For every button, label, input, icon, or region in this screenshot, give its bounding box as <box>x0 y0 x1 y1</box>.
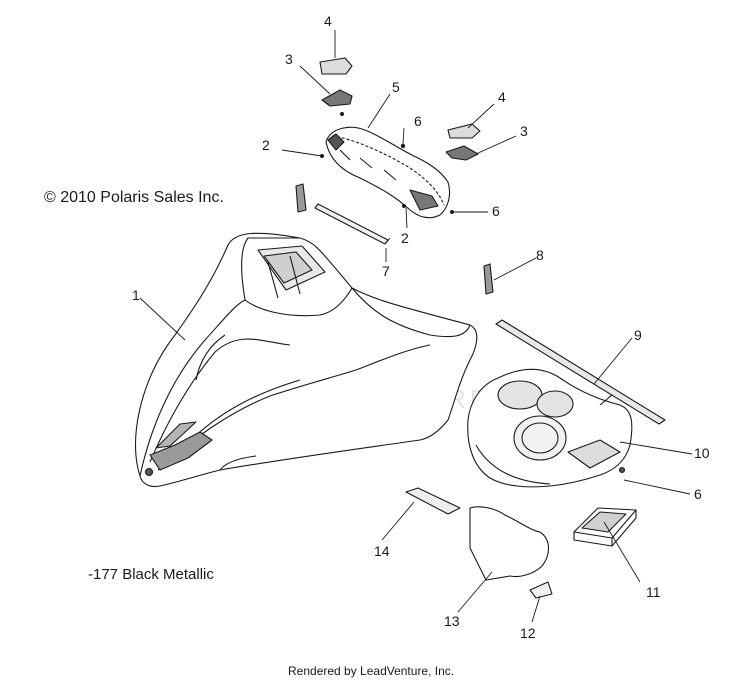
callout-7: 7 <box>382 263 390 279</box>
callout-11: 11 <box>646 584 661 600</box>
dash-bracket-part-5 <box>325 126 451 219</box>
callout-6-upper: 6 <box>414 113 422 129</box>
bracket-part-3-right <box>445 145 479 161</box>
copyright-text: © 2010 Polaris Sales Inc. <box>44 189 224 206</box>
callout-1: 1 <box>132 287 140 303</box>
gasket-part-13 <box>469 506 550 581</box>
console-housing-part-10 <box>467 368 633 488</box>
footer-text: Rendered by LeadVenture, Inc. <box>288 664 455 678</box>
latch-left <box>295 183 307 213</box>
callout-12: 12 <box>520 625 536 641</box>
pad-part-4-right <box>447 123 481 139</box>
bezel-part-11 <box>573 507 637 547</box>
callout-2-lower: 2 <box>401 230 409 246</box>
strip-part-7 <box>314 203 389 245</box>
callout-2-upper: 2 <box>262 137 270 153</box>
latch-part-8 <box>483 263 494 295</box>
clip-part-12 <box>529 581 553 599</box>
bracket-part-3-upper <box>321 89 353 107</box>
callout-6-lower: 6 <box>694 486 702 502</box>
callout-3-upper: 3 <box>285 51 293 67</box>
callout-4-right: 4 <box>498 89 506 105</box>
callout-6-middle: 6 <box>492 203 500 219</box>
callout-labels: 4 3 5 2 6 4 3 6 2 7 8 1 9 10 6 14 11 13 … <box>132 13 710 641</box>
hood-part-1 <box>134 232 478 488</box>
callout-4-upper: 4 <box>324 13 332 29</box>
pad-part-14 <box>405 487 461 515</box>
pad-part-4-upper <box>319 57 353 75</box>
color-note-text: -177 Black Metallic <box>88 566 214 583</box>
callout-9: 9 <box>634 327 642 343</box>
leader-lines <box>139 30 693 623</box>
strip-part-9 <box>495 319 666 425</box>
callout-5: 5 <box>392 79 400 95</box>
callout-10: 10 <box>694 445 710 461</box>
callout-3-right: 3 <box>520 123 528 139</box>
callout-14: 14 <box>374 543 390 559</box>
callout-13: 13 <box>444 613 460 629</box>
callout-8: 8 <box>536 247 544 263</box>
